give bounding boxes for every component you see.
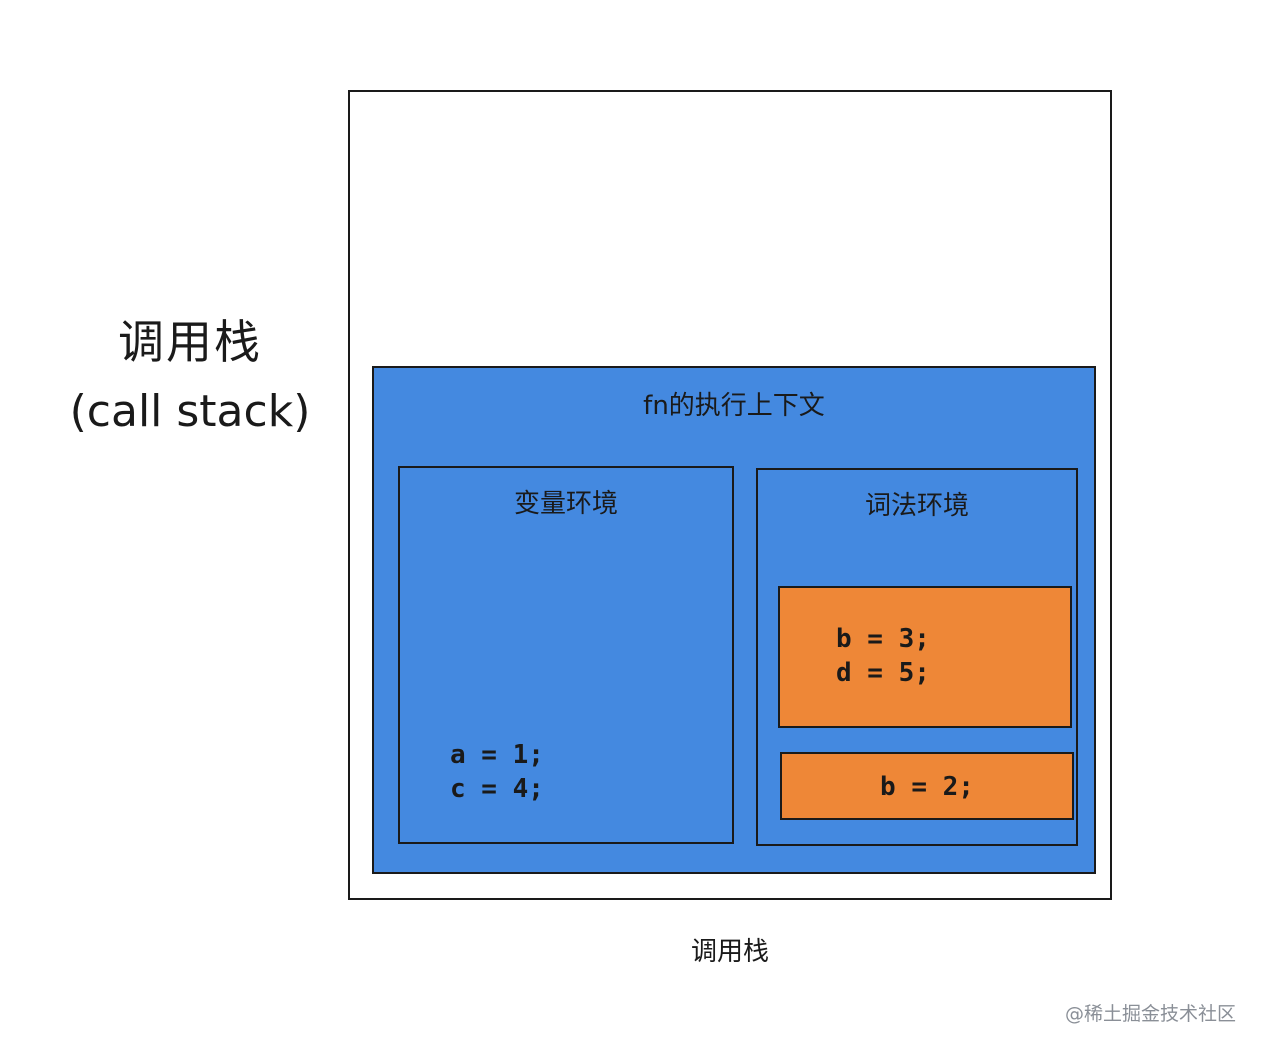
execution-context-box: fn的执行上下文 变量环境 a = 1; c = 4; 词法环境 b = 3; …: [372, 366, 1096, 874]
variable-environment-box: 变量环境 a = 1; c = 4;: [398, 466, 734, 844]
variable-environment-bindings: a = 1; c = 4;: [450, 738, 544, 806]
binding-line: a = 1;: [450, 740, 544, 770]
binding-line: b = 3;: [836, 624, 930, 654]
variable-environment-title: 变量环境: [513, 489, 618, 519]
call-stack-heading-en: (call stack): [69, 386, 311, 437]
execution-context-title: fn的执行上下文: [643, 391, 825, 421]
lexical-block-outer: b = 3; d = 5;: [778, 586, 1072, 728]
lexical-block-outer-bindings: b = 3; d = 5;: [836, 622, 930, 690]
call-stack-heading-zh: 调用栈: [118, 315, 262, 369]
lexical-block-inner-bindings: b = 2;: [782, 770, 1072, 804]
lexical-environment-title: 词法环境: [864, 491, 969, 521]
call-stack-caption: 调用栈: [690, 937, 769, 967]
binding-line: c = 4;: [450, 774, 544, 804]
binding-line: b = 2;: [880, 772, 974, 802]
call-stack-heading: 调用栈 (call stack): [30, 310, 350, 444]
lexical-environment-box: 词法环境 b = 3; d = 5; b = 2;: [756, 468, 1078, 846]
watermark: @稀土掘金技术社区: [1064, 1003, 1236, 1025]
lexical-block-inner: b = 2;: [780, 752, 1074, 820]
binding-line: d = 5;: [836, 658, 930, 688]
